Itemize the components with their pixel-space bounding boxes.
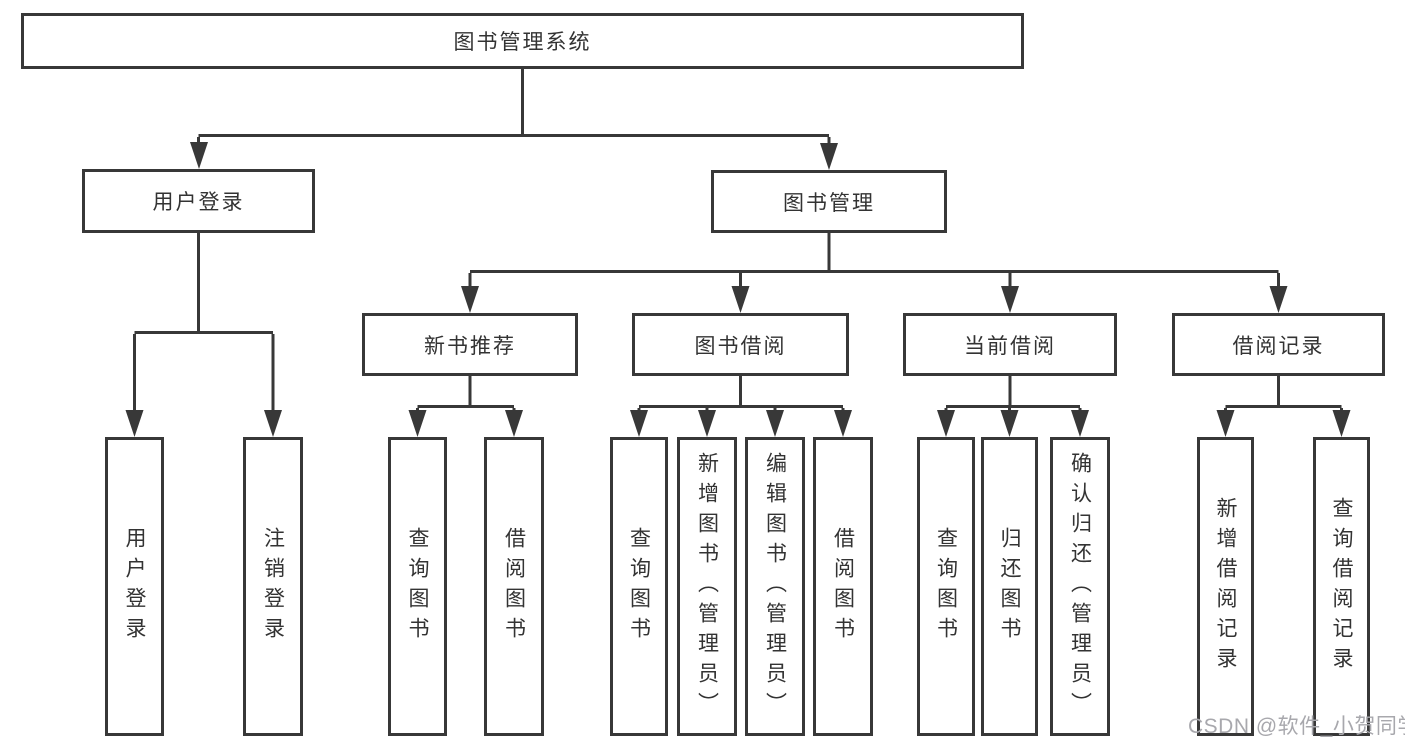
watermark-text: CSDN @软件_小贺同学: [1188, 715, 1405, 738]
leaf-edit-book-admin: 编辑图书（管理员）: [745, 437, 805, 736]
node-root-label: 图书管理系统: [453, 31, 592, 54]
node-new-book-recommend-label: 新书推荐: [424, 334, 516, 358]
node-current-borrowing-label: 当前借阅: [964, 334, 1056, 358]
leaf-logout-label: 注销登录: [261, 526, 285, 647]
leaf-return-book-label: 归还图书: [998, 526, 1021, 647]
leaf-borrow-borrow-book: 借阅图书: [813, 437, 873, 736]
leaf-add-borrow-record-label: 新增借阅记录: [1214, 496, 1237, 677]
leaf-add-book-admin-label: 新增图书（管理员）: [695, 451, 719, 722]
leaf-borrow-query-book: 查询图书: [610, 437, 668, 736]
leaf-borrow-borrow-book-label: 借阅图书: [831, 526, 855, 647]
node-user-login-label: 用户登录: [152, 191, 245, 214]
node-new-book-recommend: 新书推荐: [362, 313, 578, 376]
leaf-user-login: 用户登录: [105, 437, 164, 736]
arrowheads: [125, 142, 1351, 437]
node-book-borrowing-label: 图书借阅: [694, 334, 787, 358]
leaf-recommend-query-book-label: 查询图书: [406, 526, 429, 647]
node-borrowing-records: 借阅记录: [1172, 313, 1385, 376]
node-root-system: 图书管理系统: [21, 13, 1024, 69]
node-book-borrowing: 图书借阅: [632, 313, 849, 376]
node-current-borrowing: 当前借阅: [903, 313, 1117, 376]
leaf-confirm-return-admin: 确认归还（管理员）: [1050, 437, 1110, 736]
leaf-recommend-borrow-book: 借阅图书: [484, 437, 544, 736]
leaf-return-book: 归还图书: [981, 437, 1038, 736]
leaf-user-login-label: 用户登录: [123, 526, 146, 647]
node-book-management: 图书管理: [711, 170, 947, 233]
leaf-add-book-admin: 新增图书（管理员）: [677, 437, 737, 736]
leaf-query-borrow-record-label: 查询借阅记录: [1330, 496, 1353, 677]
leaf-edit-book-admin-label: 编辑图书（管理员）: [763, 451, 787, 722]
leaf-confirm-return-admin-label: 确认归还（管理员）: [1068, 451, 1092, 722]
leaf-add-borrow-record: 新增借阅记录: [1197, 437, 1254, 736]
leaf-logout: 注销登录: [243, 437, 303, 736]
leaf-current-query-book-label: 查询图书: [934, 526, 958, 647]
leaf-recommend-query-book: 查询图书: [388, 437, 447, 736]
leaf-borrow-query-book-label: 查询图书: [627, 526, 651, 647]
node-borrowing-records-label: 借阅记录: [1232, 334, 1325, 358]
node-book-management-label: 图书管理: [783, 191, 875, 215]
leaf-recommend-borrow-book-label: 借阅图书: [502, 526, 526, 647]
leaf-query-borrow-record: 查询借阅记录: [1313, 437, 1370, 736]
leaf-current-query-book: 查询图书: [917, 437, 975, 736]
node-user-login: 用户登录: [82, 169, 315, 233]
